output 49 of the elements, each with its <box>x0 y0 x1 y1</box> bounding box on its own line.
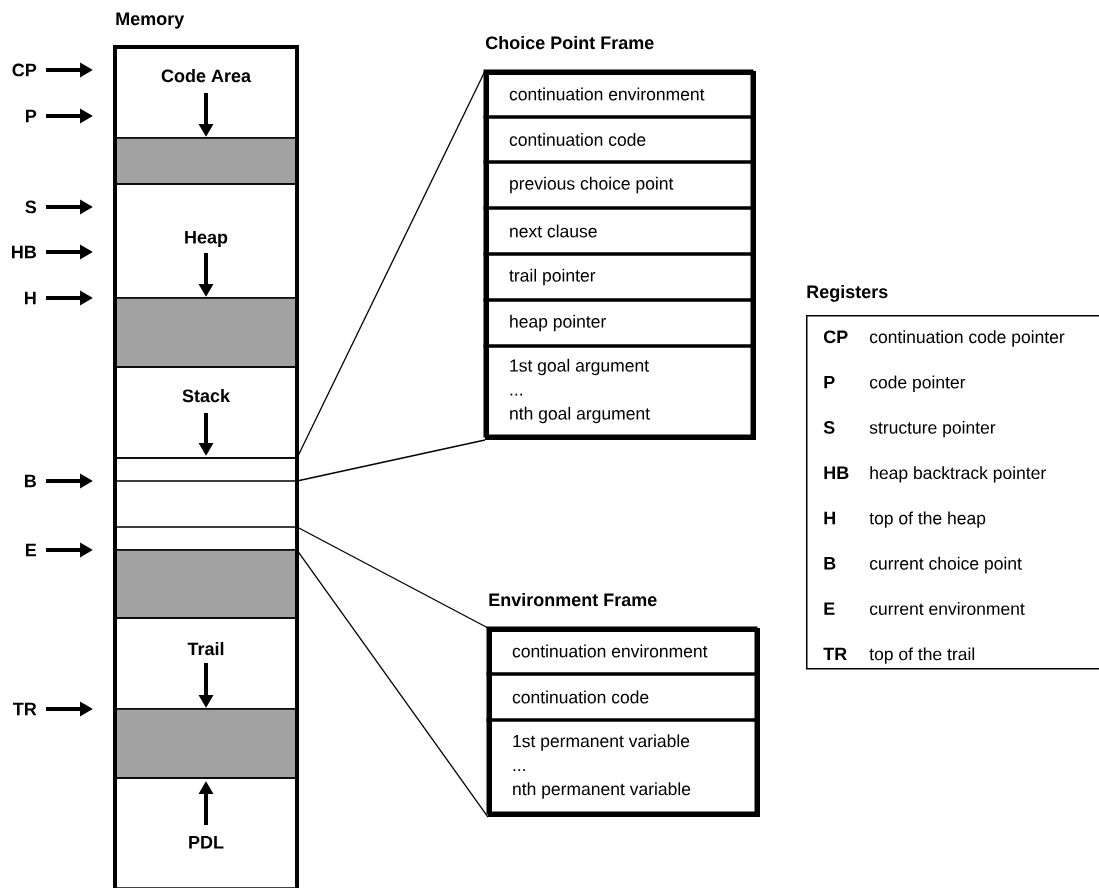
pointer-label: CP <box>12 63 37 77</box>
frame-field: 1st permanent variable ... nth permanent variable <box>486 718 758 815</box>
memory-region: Stack <box>114 366 298 459</box>
pointer-label: S <box>25 200 37 214</box>
register-description: top of the trail <box>869 647 975 664</box>
frame-field: previous choice point <box>483 160 754 210</box>
register-name: H <box>824 511 835 525</box>
register-name: B <box>824 557 836 570</box>
zoom-line <box>296 549 489 818</box>
register-description: current environment <box>869 602 1025 615</box>
node-label: Choice Point Frame <box>485 35 654 50</box>
register-name: HB <box>824 466 849 479</box>
frame-field: heap pointer <box>483 298 754 348</box>
register-name: P <box>824 375 835 389</box>
pointer-label: H <box>25 291 36 305</box>
node-label: Registers <box>807 284 888 302</box>
shaded-band <box>114 297 298 368</box>
frame-field: continuation environment <box>483 69 754 119</box>
frame-field: next clause <box>483 206 754 256</box>
pointer-label: TR <box>13 702 37 716</box>
pointer-label: E <box>26 543 37 557</box>
zoom-line <box>296 526 489 629</box>
shaded-band <box>114 137 298 185</box>
node-label: Environment Frame <box>489 592 657 607</box>
frame-field: continuation code <box>486 672 758 722</box>
frame-slot <box>114 457 298 482</box>
pointer-label: HB <box>12 245 36 259</box>
frame-field: 1st goal argument ... nth goal argument <box>483 344 754 438</box>
shaded-band <box>114 549 298 619</box>
register-description: code pointer <box>869 375 966 392</box>
register-description: top of the heap <box>869 511 986 528</box>
register-name: S <box>823 421 835 434</box>
zoom-line <box>296 439 486 482</box>
register-name: TR <box>823 647 847 661</box>
register-name: E <box>824 602 835 615</box>
register-description: heap backtrack pointer <box>870 466 1046 483</box>
memory-region: PDL <box>114 777 298 888</box>
zoom-line <box>296 70 486 459</box>
register-description: continuation code pointer <box>869 330 1065 347</box>
frame-field: continuation code <box>483 115 754 164</box>
shaded-band <box>114 708 298 779</box>
pointer-label: P <box>26 109 37 123</box>
memory-region: Code Area <box>114 46 298 139</box>
frame-field: continuation environment <box>486 626 758 676</box>
register-description: structure pointer <box>869 420 996 438</box>
frame-field: trail pointer <box>483 252 754 302</box>
register-name: CP <box>823 330 848 344</box>
register-description: current choice point <box>869 556 1022 574</box>
pointer-label: B <box>25 474 36 488</box>
